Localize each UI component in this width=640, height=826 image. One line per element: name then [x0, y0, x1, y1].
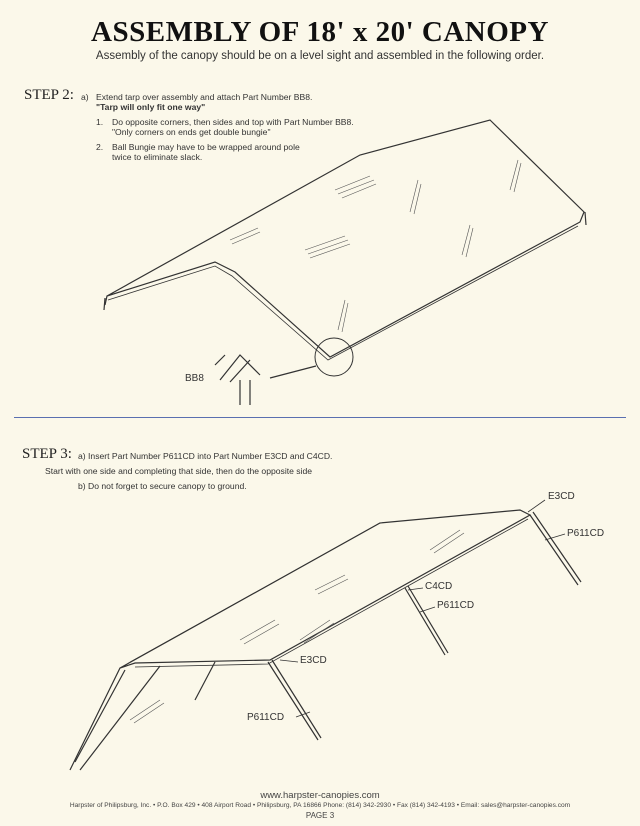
page-number: PAGE 3 [305, 811, 335, 820]
step3-b-text: b) Do not forget to secure canopy to gro… [78, 481, 247, 491]
step3-a-text: a) Insert Part Number P611CD into Part N… [78, 451, 333, 461]
callout-c4cd: C4CD [425, 581, 453, 592]
step2-item-2-num: 2. [96, 142, 104, 152]
step2-item-1-line1: Do opposite corners, then sides and top … [112, 117, 354, 127]
callout-bb8: BB8 [185, 373, 204, 384]
step2-item-1-num: 1. [96, 117, 104, 127]
tarp-shading-step3 [129, 529, 465, 724]
page-subtitle: Assembly of the canopy should be on a le… [95, 50, 545, 62]
section-divider [14, 417, 626, 418]
callout-p611cd: P611CD [437, 600, 475, 611]
tarp-shading [229, 159, 522, 333]
footer-website[interactable]: www.harpster-canopies.com [260, 790, 380, 801]
step3-a-line2: Start with one side and completing that … [45, 466, 313, 476]
callout-p611cd: P611CD [247, 712, 285, 723]
callout-e3cd: E3CD [300, 655, 327, 666]
page-title: ASSEMBLY OF 18' x 20' CANOPY [91, 16, 549, 48]
step2-item-2-line2: twice to eliminate slack. [112, 152, 203, 162]
footer-address: Harpster of Philipsburg, Inc. • P.O. Box… [69, 802, 571, 809]
step2-item-1-line2: "Only corners on ends get double bungie" [112, 127, 271, 137]
callout-p611cd: P611CD [567, 528, 605, 539]
step2-item-2-line1: Ball Bungie may have to be wrapped aroun… [112, 142, 300, 152]
step2-a-text: Extend tarp over assembly and attach Par… [96, 92, 313, 102]
step3-label: STEP 3: [22, 446, 72, 462]
step2-label: STEP 2: [24, 87, 74, 103]
step2-a-note: "Tarp will only fit one way" [96, 102, 206, 112]
callout-e3cd: E3CD [548, 491, 575, 502]
step2-a-marker: a) [81, 92, 89, 102]
